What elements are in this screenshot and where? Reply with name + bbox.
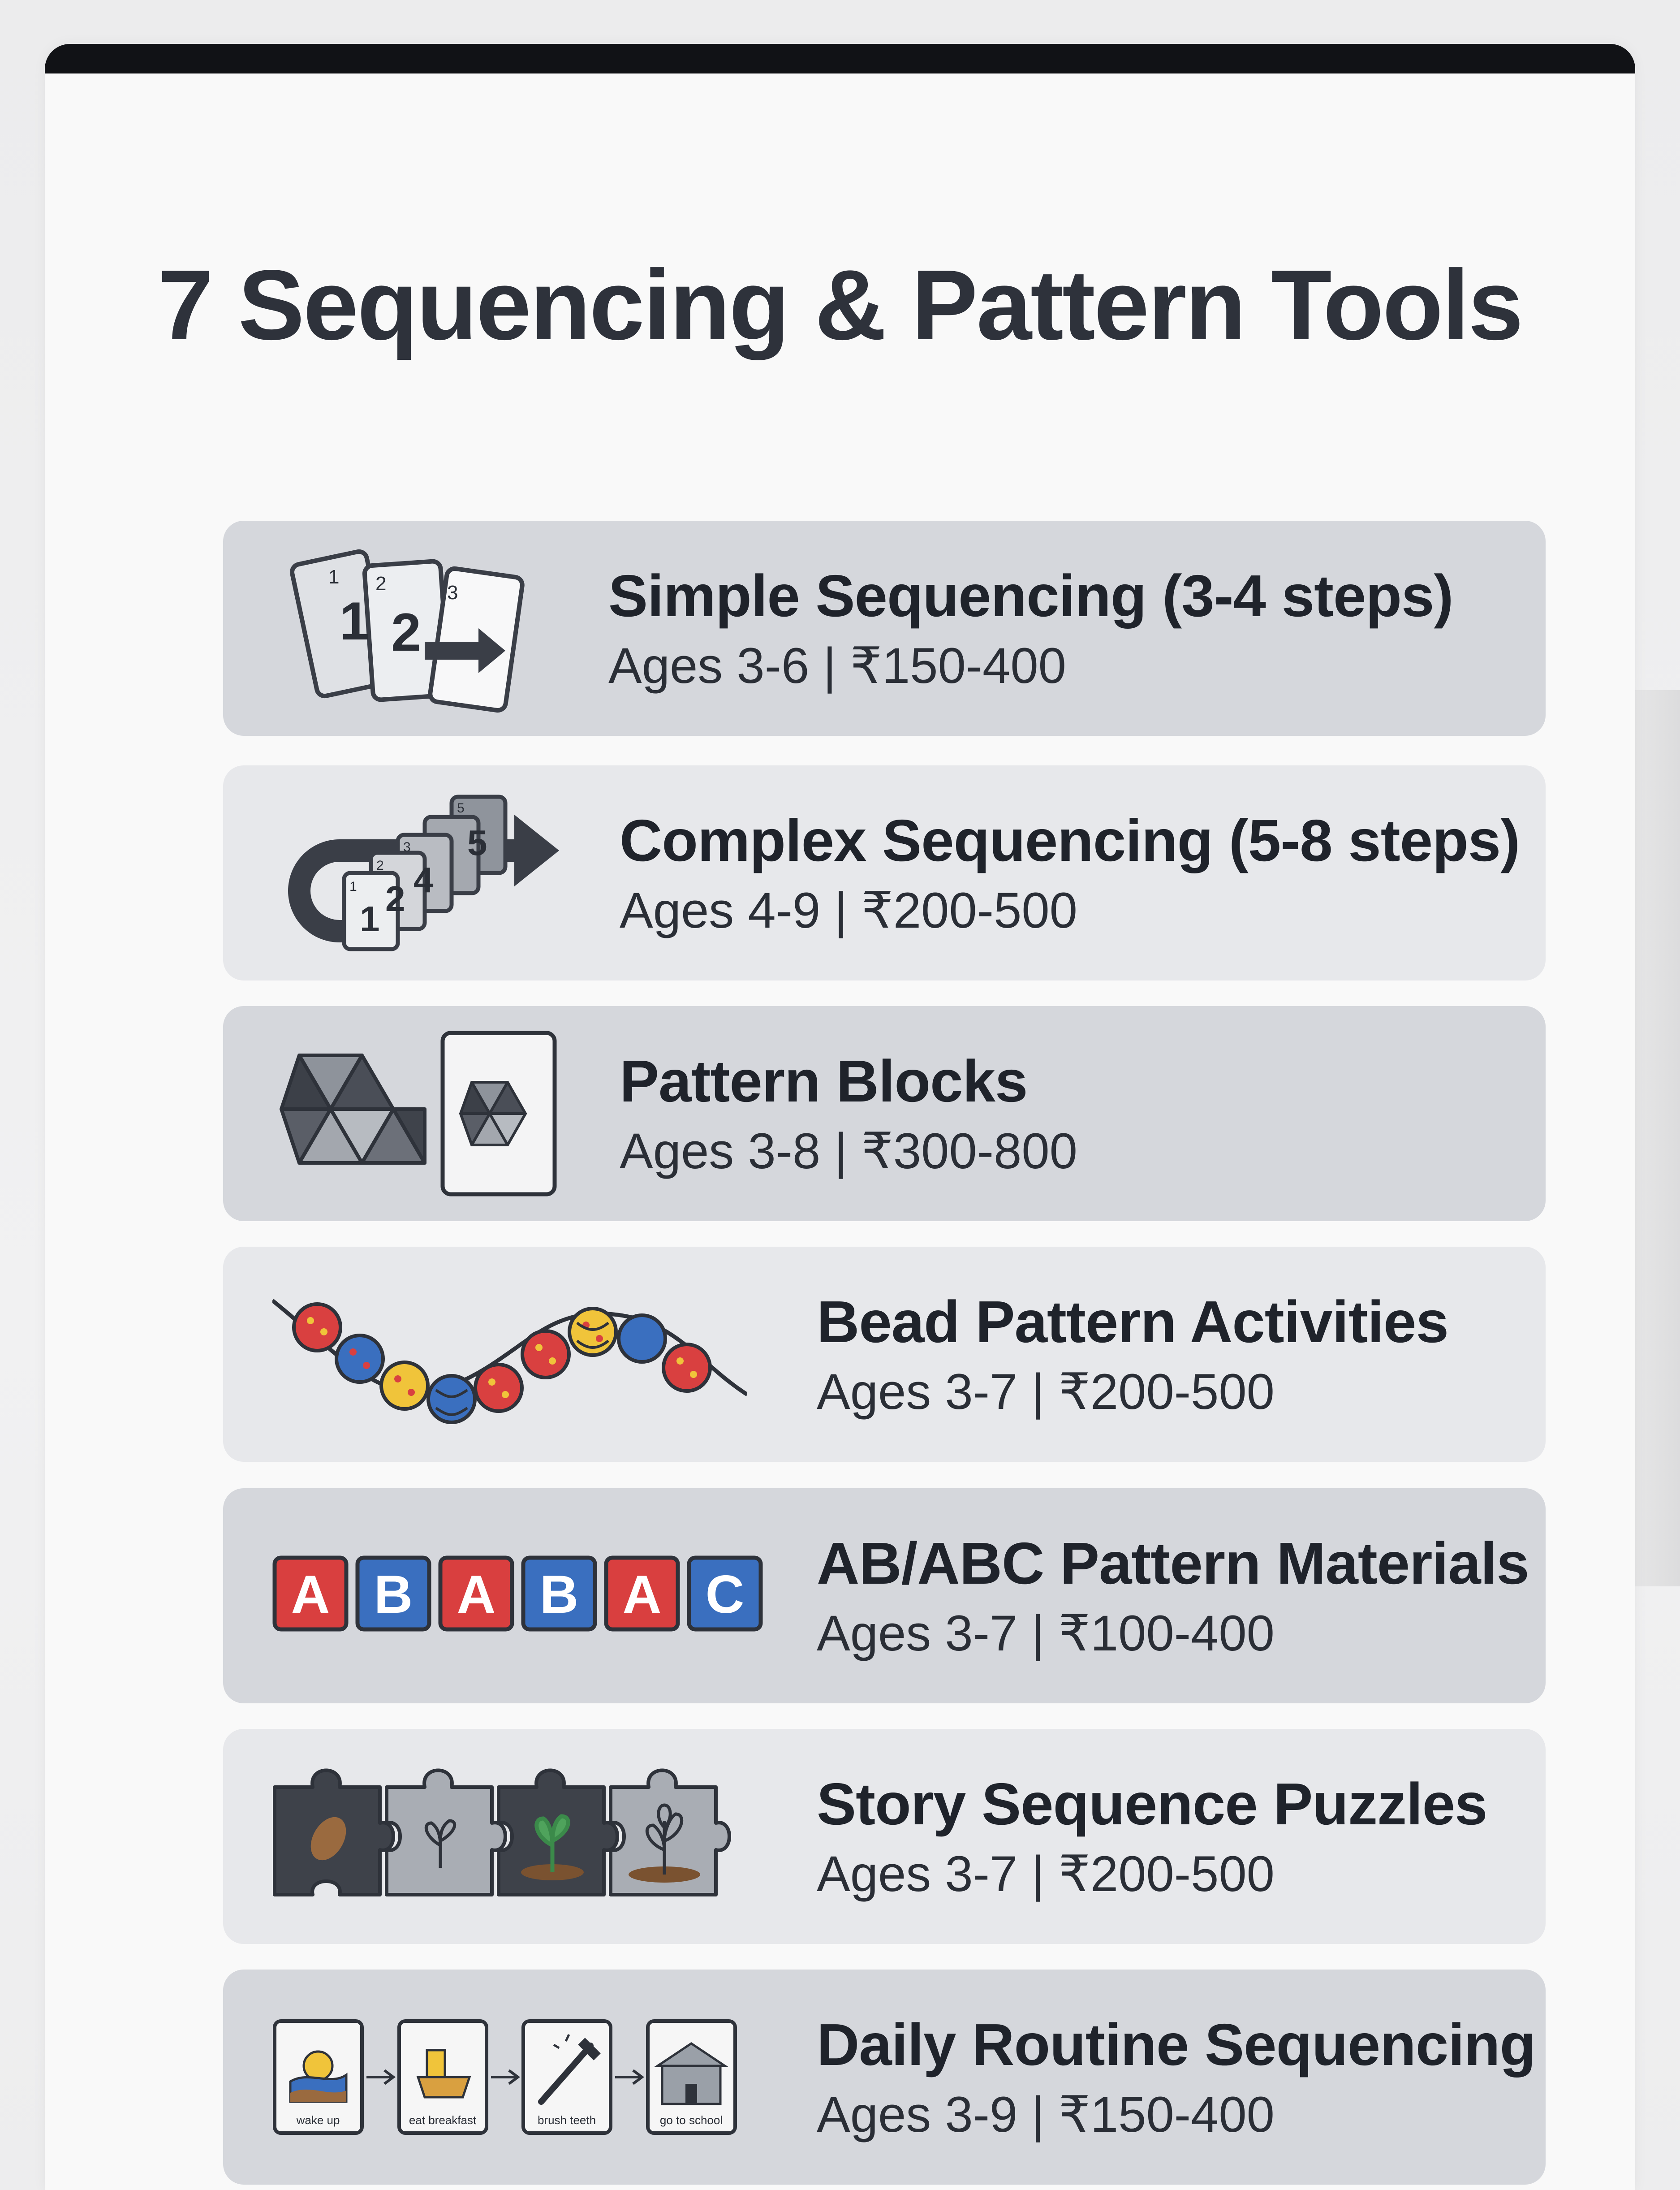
list-item-bead-patterns: Bead Pattern Activities Ages 3-7 | ₹200-… [223,1247,1546,1462]
item-text: Story Sequence Puzzles Ages 3-7 | ₹200-5… [817,1729,1488,1944]
card-corner-1: 1 [328,566,339,588]
tile-letter: A [623,1564,662,1624]
arrow-right-icon [425,628,505,673]
item-name: Pattern Blocks [620,1048,1028,1114]
item-name: Story Sequence Puzzles [817,1771,1488,1837]
routine-label: go to school [660,2113,723,2127]
item-text: Complex Sequencing (5-8 steps) Ages 4-9 … [620,765,1520,981]
card-corner-5: 5 [457,801,465,816]
item-name: Daily Routine Sequencing [817,2011,1536,2078]
list-item-simple-sequencing: 1 1 2 2 3 Simple Sequencing (3-4 steps) … [223,521,1546,736]
item-meta: Ages 3-9 | ₹150-400 [817,2086,1275,2142]
list-item-story-puzzles: Story Sequence Puzzles Ages 3-7 | ₹200-5… [223,1729,1546,1944]
letter-tiles-icon: A B A B A C [272,1555,763,1632]
routine-label: eat breakfast [409,2113,477,2127]
tile-letter: A [457,1564,496,1624]
item-text: Pattern Blocks Ages 3-8 | ₹300-800 [620,1006,1077,1221]
item-name: Bead Pattern Activities [817,1288,1449,1355]
tile-letter: C [706,1564,745,1624]
card-corner-2: 2 [375,573,386,595]
card-corner-3: 3 [447,582,458,604]
item-name: AB/ABC Pattern Materials [817,1530,1529,1596]
page-title: 7 Sequencing & Pattern Tools [158,250,1523,361]
item-meta: Ages 3-7 | ₹200-500 [817,1363,1275,1420]
item-text: AB/ABC Pattern Materials Ages 3-7 | ₹100… [817,1488,1529,1703]
item-name: Simple Sequencing (3-4 steps) [608,562,1453,629]
card-corner-1: 1 [349,879,357,894]
list-item-daily-routine: wake up eat breakfast brush teeth go to … [223,1970,1546,2185]
list-item-ab-abc-patterns: A B A B A C AB/ABC Pattern Materials Age… [223,1488,1546,1703]
puzzle-pieces-icon [273,1768,731,1896]
item-meta: Ages 4-9 | ₹200-500 [620,882,1077,938]
tile-letter: B [540,1564,579,1624]
background-shade [1635,690,1680,1586]
card-number-2: 2 [391,602,421,662]
looping-cards-arrow-icon: 1 1 2 2 3 4 5 5 [288,795,559,951]
numbered-cards-icon: 1 1 2 2 3 [290,549,525,713]
card-number-5: 5 [467,823,487,863]
item-name: Complex Sequencing (5-8 steps) [620,807,1520,873]
card-corner-3: 3 [403,840,411,855]
infographic-card: 7 Sequencing & Pattern Tools 1 1 2 2 3 S… [45,44,1635,2190]
routine-cards-icon: wake up eat breakfast brush teeth go to … [273,2019,737,2135]
routine-label: brush teeth [538,2113,596,2127]
card-number-1: 1 [340,591,370,651]
pattern-blocks-icon [280,1031,557,1197]
item-meta: Ages 3-6 | ₹150-400 [608,637,1066,694]
item-meta: Ages 3-8 | ₹300-800 [620,1123,1077,1179]
tile-letter: B [374,1564,413,1624]
routine-label: wake up [296,2113,340,2127]
item-text: Daily Routine Sequencing Ages 3-9 | ₹150… [817,1970,1536,2185]
list-item-pattern-blocks: Pattern Blocks Ages 3-8 | ₹300-800 [223,1006,1546,1221]
card-number-1: 1 [360,899,380,939]
card-number-4: 4 [414,860,434,900]
item-meta: Ages 3-7 | ₹100-400 [817,1605,1275,1661]
card-corner-2: 2 [376,858,384,873]
card-number-2: 2 [385,879,405,919]
bead-string-icon [272,1299,747,1424]
arrow-right-icon [514,815,559,886]
item-text: Simple Sequencing (3-4 steps) Ages 3-6 |… [608,521,1453,736]
list-item-complex-sequencing: 1 1 2 2 3 4 5 5 Complex Sequencing (5-8 … [223,765,1546,981]
item-text: Bead Pattern Activities Ages 3-7 | ₹200-… [817,1247,1449,1462]
item-meta: Ages 3-7 | ₹200-500 [817,1845,1275,1902]
tile-letter: A [291,1564,330,1624]
